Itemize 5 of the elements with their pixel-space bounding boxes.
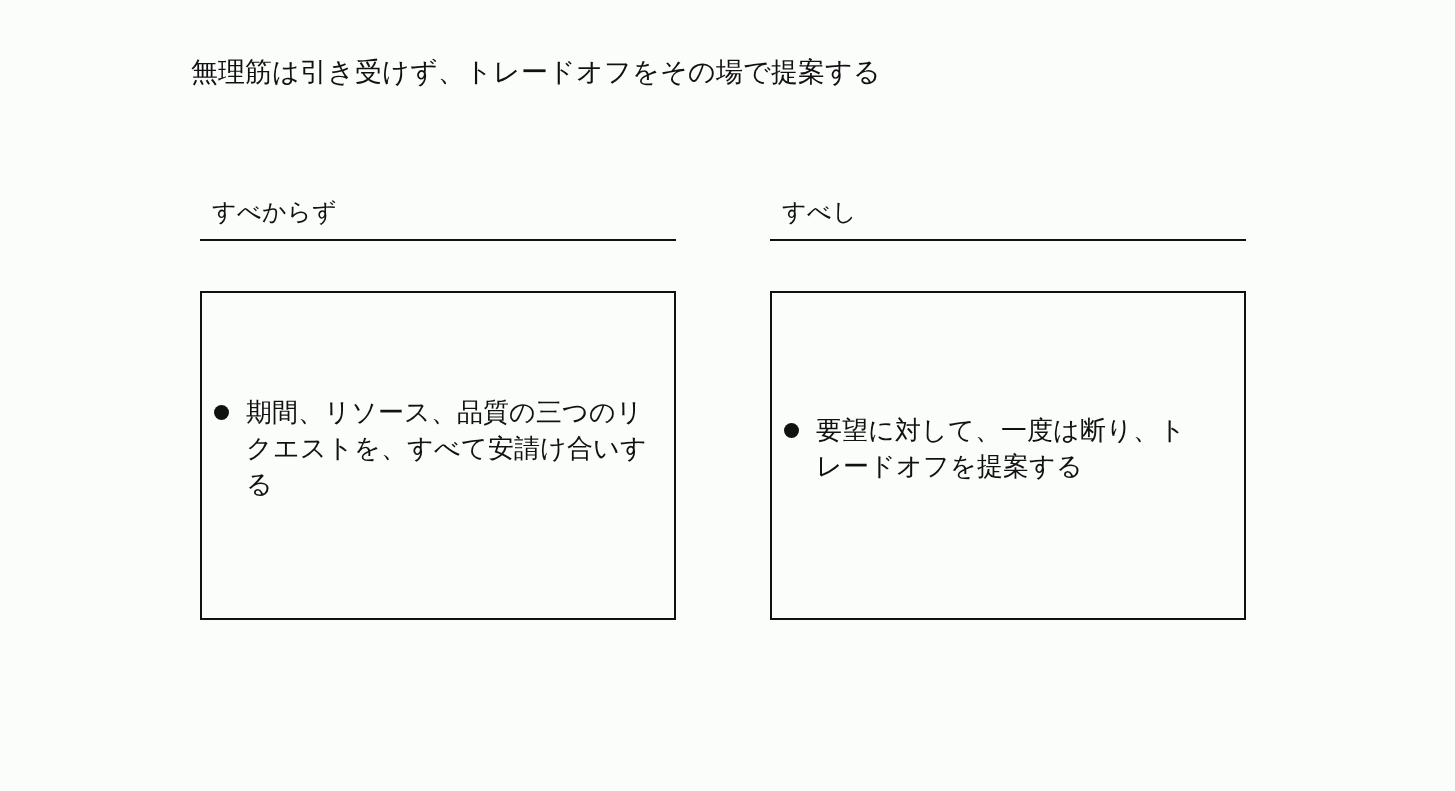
bullet-text: 期間、リソース、品質の三つのリクエストを、すべて安請け合いする (246, 396, 648, 501)
column-heading: すべからず (212, 197, 337, 228)
column-heading: すべし (782, 197, 857, 228)
bullet-text: 要望に対して、一度は断り、トレードオフを提案する (816, 414, 1187, 483)
slide-title: 無理筋は引き受けず、トレードオフをその場で提案する (191, 55, 881, 89)
